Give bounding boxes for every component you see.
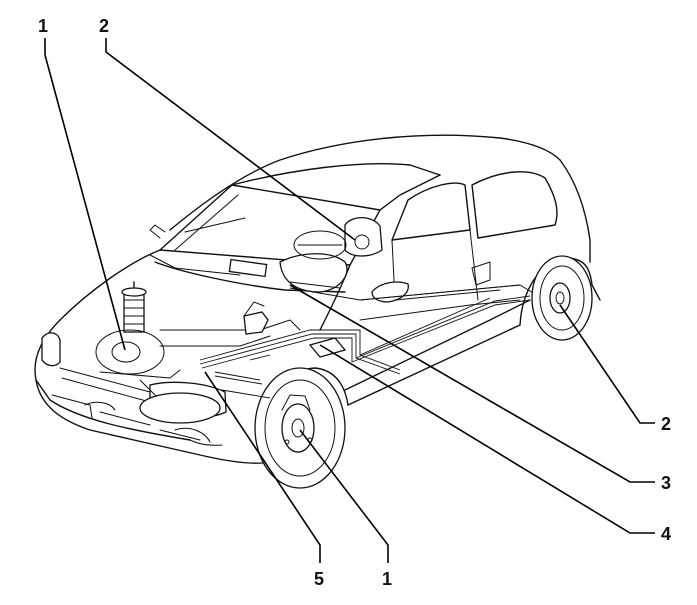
callout-2-top: 2 bbox=[99, 16, 109, 36]
leader-5 bbox=[204, 371, 321, 563]
leader-2-right bbox=[559, 304, 655, 424]
leader-4 bbox=[319, 344, 655, 534]
engine-bay-components bbox=[84, 281, 531, 443]
callout-5: 5 bbox=[314, 569, 324, 589]
leader-1-bottom bbox=[299, 429, 389, 563]
leader-1-top bbox=[44, 38, 126, 351]
rear-wheel bbox=[531, 255, 593, 341]
leader-3 bbox=[289, 284, 655, 483]
callout-3: 3 bbox=[661, 473, 671, 493]
callout-labels: 1 2 2 3 4 5 1 bbox=[38, 16, 671, 589]
callout-1-top: 1 bbox=[38, 16, 48, 36]
leader-2-top bbox=[105, 38, 356, 241]
leader-lines bbox=[44, 38, 655, 563]
callout-2-right: 2 bbox=[661, 414, 671, 434]
front-wheel-right bbox=[254, 367, 346, 489]
callout-1-bottom: 1 bbox=[382, 569, 392, 589]
callout-4: 4 bbox=[661, 524, 671, 544]
